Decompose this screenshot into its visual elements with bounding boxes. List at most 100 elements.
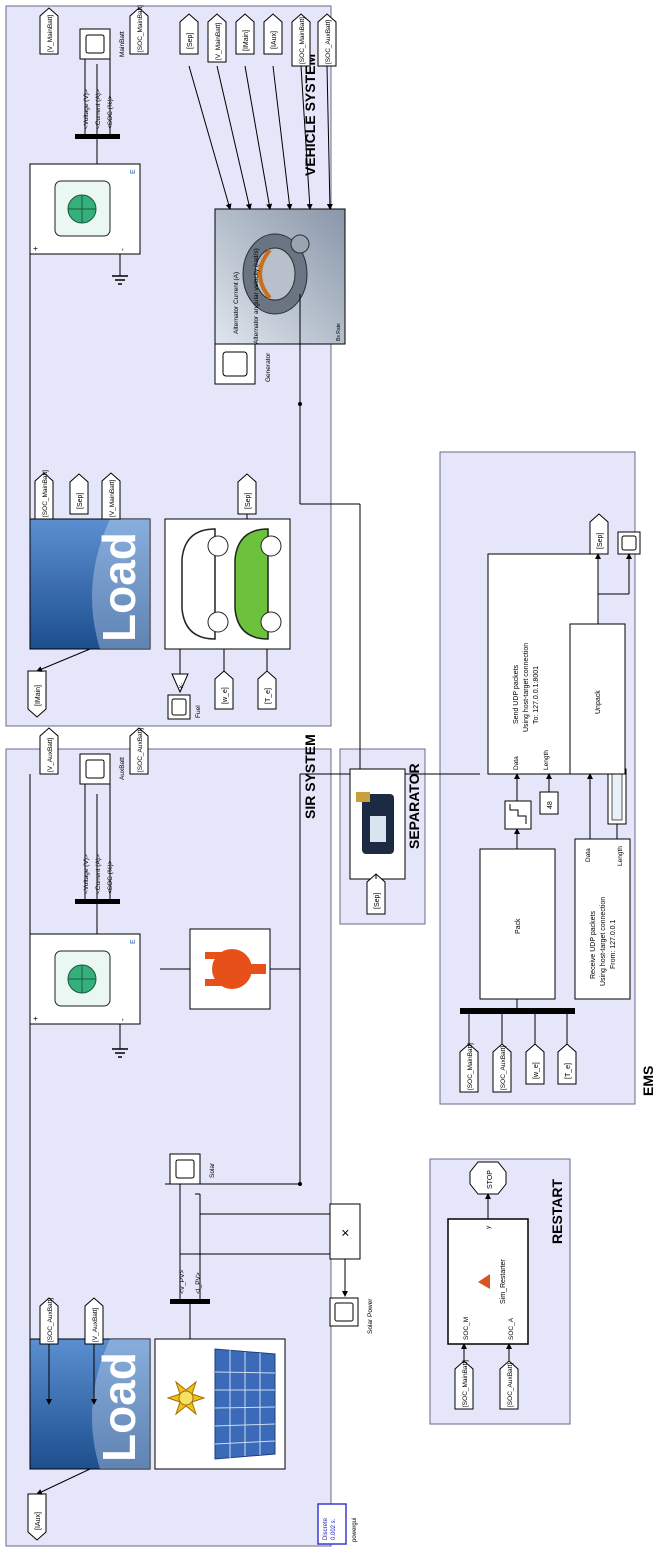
vehicle-bus-selector[interactable] xyxy=(75,134,120,139)
goto-imain-label: [IMain] xyxy=(35,685,42,706)
from-w-e-ems[interactable]: [w_e] xyxy=(526,1044,544,1084)
from-soc-auxbatt-sir[interactable]: [SOC_AuxBatt] xyxy=(40,1298,58,1344)
send-udp-line3: To: 127.0.0.1:8001 xyxy=(533,666,540,724)
junction-1 xyxy=(298,1182,302,1186)
goto-sep-ems-label: [Sep] xyxy=(597,533,604,549)
junction-2 xyxy=(298,402,302,406)
sir-batt-minus: - xyxy=(118,1018,127,1021)
goto-imain[interactable]: [IMain] xyxy=(28,671,46,717)
from-soc-mainbatt-vehicle-label: [SOC_MainBatt] xyxy=(42,470,49,517)
from-sep-separator[interactable]: [Sep] xyxy=(367,874,385,914)
from-sep-alt[interactable]: [Sep] xyxy=(180,14,198,54)
powergui-label: powergui xyxy=(352,1518,358,1542)
sir-bus-voltage: <Voltage (V)> xyxy=(83,854,90,894)
from-soc-auxbatt-restart[interactable]: [SOC_AuxBatt] xyxy=(500,1361,518,1409)
goto-soc-auxbatt[interactable]: [SOC_AuxBatt] xyxy=(130,728,148,774)
alt-current-label: Alternator Current (A) xyxy=(233,272,240,334)
from-iaux-alt[interactable]: [IAux] xyxy=(264,14,282,54)
pack-block[interactable]: Pack xyxy=(480,849,555,999)
goto-w-e[interactable]: [w_e] xyxy=(215,671,233,709)
from-imain-alt[interactable]: [IMain] xyxy=(236,14,254,54)
from-v-mainbatt-vehicle-label: [V_MainBatt] xyxy=(109,480,116,517)
scope-auxbatt-label: AuxBatt xyxy=(119,757,126,780)
sir-batt-plus: + xyxy=(31,1016,40,1021)
sir-load-block[interactable]: Load xyxy=(30,1339,150,1469)
scope-auxbatt[interactable]: AuxBatt xyxy=(80,754,126,784)
from-soc-auxbatt-alt-label: [SOC_AuxBatt] xyxy=(325,20,332,64)
from-v-mainbatt-alt[interactable]: [V_MainBatt] xyxy=(208,14,226,62)
stop-block[interactable]: STOP xyxy=(470,1162,506,1194)
from-v-auxbatt-sir[interactable]: [V_AuxBatt] xyxy=(85,1298,103,1344)
scope-generator-label: Generator xyxy=(265,352,272,382)
from-soc-mainbatt-alt-label: [SOC_MainBatt] xyxy=(299,17,306,64)
vehicle-batt-e: E xyxy=(130,169,137,174)
recv-port-data: Data xyxy=(585,848,592,862)
from-sep-vehicle-label: [Sep] xyxy=(77,493,84,509)
product-sign: × xyxy=(337,1229,353,1237)
goto-sep-ems[interactable]: [Sep] xyxy=(590,514,608,554)
vehicle-load-block[interactable]: Load xyxy=(30,519,150,649)
sim-restarter-block[interactable]: SOC_M SOC_A y Sim_Restarter xyxy=(448,1219,528,1344)
scope-solar-power-label: Solar Power xyxy=(367,1298,374,1334)
gain-label: -K- xyxy=(179,683,185,691)
ems-mux[interactable] xyxy=(460,1008,575,1014)
from-t-e-ems[interactable]: [T_e] xyxy=(558,1044,576,1084)
send-port-data: Data xyxy=(513,756,520,770)
goto-v-mainbatt[interactable]: [V_MainBatt] xyxy=(40,8,58,54)
from-v-mainbatt-vehicle[interactable]: [V_MainBatt] xyxy=(102,473,120,519)
from-v-auxbatt-sir-label: [V_AuxBatt] xyxy=(92,1307,99,1342)
pv-cells-icon xyxy=(215,1349,275,1459)
from-soc-auxbatt-restart-label: [SOC_AuxBatt] xyxy=(507,1363,514,1407)
stop-label: STOP xyxy=(487,1170,494,1189)
goto-iaux[interactable]: [IAux] xyxy=(28,1494,46,1540)
plug-block[interactable] xyxy=(190,929,270,1009)
vehicle-battery-block[interactable]: + - E xyxy=(30,164,140,254)
separator-block[interactable] xyxy=(350,769,405,879)
goto-v-mainbatt-label: [V_MainBatt] xyxy=(47,15,54,52)
goto-soc-mainbatt-label: [SOC_MainBatt] xyxy=(137,5,144,52)
scope-solar-label: Solar xyxy=(209,1162,216,1178)
car-block[interactable] xyxy=(165,519,290,649)
product-block[interactable]: × xyxy=(330,1204,360,1259)
from-imain-alt-label: [IMain] xyxy=(243,30,250,51)
constant-48-block[interactable]: 48 xyxy=(540,792,558,814)
sir-bus-selector[interactable] xyxy=(75,899,120,904)
receive-udp-block[interactable]: Receive UDP packets Using host-target co… xyxy=(575,839,630,999)
from-t-e-ems-label: [T_e] xyxy=(565,1063,572,1079)
unpack-block[interactable]: Unpack xyxy=(570,624,625,774)
send-port-length: Length xyxy=(543,750,550,770)
from-sep-car[interactable]: [Sep] xyxy=(238,474,256,514)
from-soc-auxbatt-alt[interactable]: [SOC_AuxBatt] xyxy=(318,14,336,66)
pv-bus-selector[interactable] xyxy=(170,1299,210,1304)
from-soc-mainbatt-ems[interactable]: [SOC_MainBatt] xyxy=(460,1043,478,1092)
vehicle-batt-minus: - xyxy=(118,248,127,251)
powergui-block[interactable]: Discrete 0.002 s. powergui xyxy=(318,1504,358,1544)
from-w-e-ems-label: [w_e] xyxy=(533,1062,540,1079)
goto-v-auxbatt[interactable]: [V_AuxBatt] xyxy=(40,728,58,774)
from-soc-mainbatt-restart[interactable]: [SOC_MainBatt] xyxy=(455,1360,473,1409)
rate-transition-block[interactable] xyxy=(505,801,531,829)
sir-battery-block[interactable]: + - E xyxy=(30,934,140,1024)
scope-mainbatt[interactable]: MainBatt xyxy=(80,29,126,59)
from-sep-vehicle[interactable]: [Sep] xyxy=(70,474,88,514)
unpack-label: Unpack xyxy=(595,690,602,714)
from-soc-mainbatt-alt[interactable]: [SOC_MainBatt] xyxy=(292,14,310,66)
scope-solar-power[interactable]: Solar Power xyxy=(330,1298,374,1334)
scope-ems[interactable] xyxy=(618,532,640,554)
send-udp-line2: Using host-target connection xyxy=(523,643,530,732)
recv-port-length: Length xyxy=(617,846,624,866)
ems-title: EMS xyxy=(640,1066,656,1096)
port-y: y xyxy=(485,1225,492,1229)
goto-t-e[interactable]: [T_e] xyxy=(258,671,276,709)
display-length-block[interactable] xyxy=(608,769,626,824)
recv-udp-line2: Using host-target connection xyxy=(600,897,607,986)
from-sep-separator-label: [Sep] xyxy=(374,893,381,909)
pv-panel-block[interactable] xyxy=(155,1339,285,1469)
goto-iaux-label: [IAux] xyxy=(35,1512,42,1530)
from-iaux-alt-label: [IAux] xyxy=(271,31,278,49)
sim-restarter-name: Sim_Restarter xyxy=(500,1259,507,1304)
from-soc-auxbatt-ems[interactable]: [SOC_AuxBatt] xyxy=(493,1044,511,1092)
from-soc-auxbatt-sir-label: [SOC_AuxBatt] xyxy=(47,1298,54,1342)
